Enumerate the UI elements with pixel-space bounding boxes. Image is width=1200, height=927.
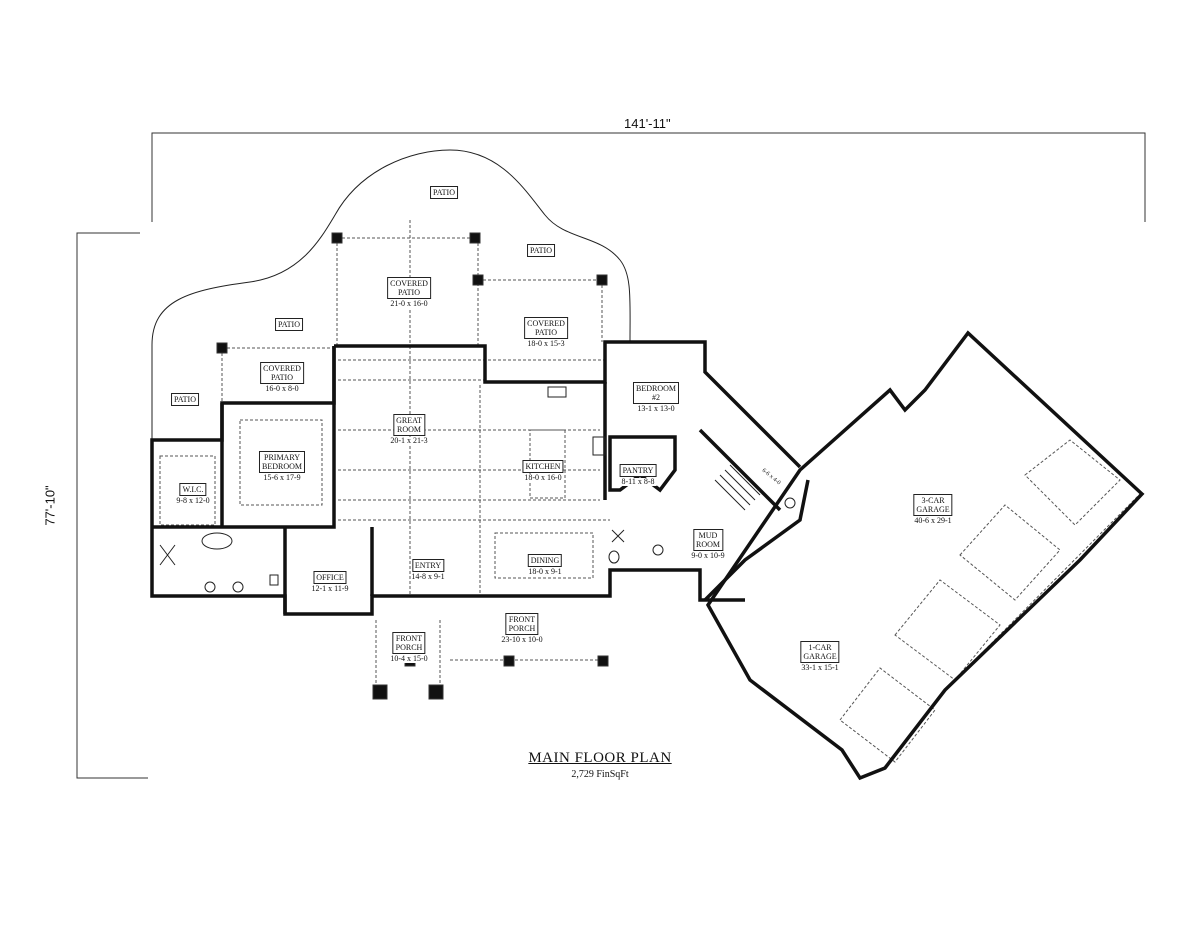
room-size: 14-8 x 9-1 bbox=[411, 572, 445, 581]
room-size: 16-0 x 8-0 bbox=[260, 385, 304, 393]
room-size: 9-8 x 12-0 bbox=[176, 496, 210, 505]
room-name: 1-CAR GARAGE bbox=[800, 641, 840, 663]
room-name: PRIMARY BEDROOM bbox=[258, 451, 306, 473]
room-patio-top: PATIO bbox=[430, 183, 458, 199]
room-name: PATIO bbox=[171, 393, 199, 406]
room-name: COVERED PATIO bbox=[524, 317, 568, 339]
room-patio-left: PATIO bbox=[275, 315, 303, 331]
plan-area: 2,729 FinSqFt bbox=[571, 769, 629, 780]
room-size: 10-4 x 15-0 bbox=[390, 654, 428, 663]
patio-outline bbox=[151, 149, 631, 440]
room-size: 8-11 x 8-8 bbox=[619, 477, 657, 486]
room-name: COVERED PATIO bbox=[387, 277, 431, 299]
room-size: 9-0 x 10-9 bbox=[691, 551, 725, 560]
room-size: 18-0 x 16-0 bbox=[522, 473, 564, 482]
room-walk-in-closet: W.I.C.9-8 x 12-0 bbox=[176, 480, 210, 505]
room-name: FRONT PORCH bbox=[392, 632, 426, 654]
room-name: DINING bbox=[527, 554, 563, 567]
room-size: 23-10 x 10-0 bbox=[501, 635, 543, 644]
room-name: W.I.C. bbox=[179, 483, 207, 496]
fixtures bbox=[159, 386, 796, 593]
room-name: ENTRY bbox=[411, 559, 445, 572]
room-size: 18-0 x 15-3 bbox=[524, 340, 568, 348]
room-size: 21-0 x 16-0 bbox=[387, 300, 431, 308]
plan-title: MAIN FLOOR PLAN bbox=[528, 750, 672, 766]
room-name: MUD ROOM bbox=[692, 529, 724, 551]
room-size: 12-1 x 11-9 bbox=[311, 584, 349, 593]
room-size: 13-1 x 13-0 bbox=[632, 405, 680, 413]
walls bbox=[150, 330, 1145, 781]
room-size: 20-1 x 21-3 bbox=[390, 436, 428, 445]
room-name: KITCHEN bbox=[522, 460, 564, 473]
room-name: PANTRY bbox=[619, 464, 657, 477]
room-name: GREAT ROOM bbox=[393, 414, 425, 436]
room-patio-far-left: PATIO bbox=[171, 390, 199, 406]
room-patio-right: PATIO bbox=[527, 241, 555, 257]
room-size: 33-1 x 15-1 bbox=[800, 663, 840, 672]
room-name: OFFICE bbox=[313, 571, 347, 584]
room-name: PATIO bbox=[527, 244, 555, 257]
room-name: FRONT PORCH bbox=[505, 613, 539, 635]
dimension-lines bbox=[76, 132, 1146, 779]
beam-lines bbox=[159, 220, 1141, 763]
room-name: PATIO bbox=[275, 318, 303, 331]
room-name: COVERED PATIO bbox=[260, 362, 304, 384]
overall-width-dimension: 141'-11" bbox=[624, 116, 671, 131]
room-size: 40-6 x 29-1 bbox=[913, 516, 953, 525]
room-name: BEDROOM #2 bbox=[632, 382, 680, 404]
room-name: PATIO bbox=[430, 186, 458, 199]
room-name: 3-CAR GARAGE bbox=[913, 494, 953, 516]
room-size: 18-0 x 9-1 bbox=[527, 567, 563, 576]
overall-depth-dimension: 77'-10" bbox=[42, 485, 58, 526]
room-size: 15-6 x 17-9 bbox=[258, 474, 306, 482]
